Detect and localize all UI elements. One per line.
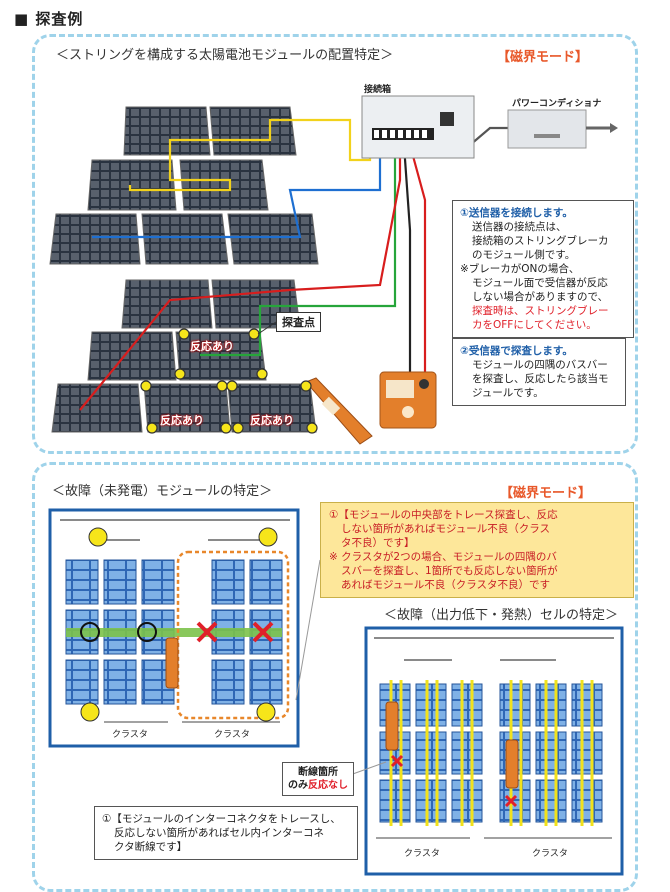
note1-warning-line: 探査時は、ストリングブレー: [472, 305, 609, 317]
probe-point-label: 探査点: [276, 312, 321, 332]
transmitter-black-lead: [402, 144, 412, 380]
probe-points: [140, 328, 318, 434]
blue-string-wire: [92, 148, 382, 239]
cell-fault-subtitle: ＜故障（出力低下・発熱）セルの特定＞: [384, 608, 619, 623]
section-fault-title: ＜故障（未発電）モジュールの特定＞: [52, 484, 273, 499]
green-string-wire: [200, 148, 397, 357]
note3-line: クタ断線です】: [114, 841, 188, 853]
transmitter-red-lead: [408, 144, 427, 380]
power-conditioner: [507, 109, 618, 149]
probe-icon-left: [165, 637, 179, 689]
callout-line: タ不良）です】: [341, 537, 415, 549]
callout-line: ※ クラスタが2つの場合、モジュールの四隅のバ: [329, 551, 557, 563]
note2-line: を探査し、反応したら該当モ: [472, 373, 609, 385]
cluster-label-right-2: クラスタ: [532, 849, 568, 859]
note-interconnector: ①【モジュールのインターコネクタをトレースし、 反応しない箇所があればセル内イン…: [94, 806, 358, 860]
note-receiver: ②受信器で探査します。 モジュールの四隅のバスバー を探査し、反応したら該当モ …: [452, 338, 626, 406]
note1-line: しない場合がありますので、: [472, 291, 609, 303]
mode-label-2: 【磁界モード】: [500, 486, 592, 501]
callout-line: スバーを探査し、1箇所でも反応しない箇所が: [341, 565, 558, 577]
callout-line: しない箇所があればモジュール不良（クラス: [341, 523, 551, 535]
cluster-label-right-1: クラスタ: [404, 849, 440, 859]
note2-line: モジュールの四隅のバスバー: [472, 359, 608, 371]
page-title: ■ 探査例: [14, 10, 84, 28]
note1-line: 送信器の接続点は、: [472, 221, 567, 233]
break-label-only: のみ: [288, 780, 308, 791]
cluster-label-left-1: クラスタ: [112, 730, 148, 740]
note1-line: ※ブレーカがONの場合、: [460, 263, 580, 275]
reaction-label-2: 反応あり: [160, 414, 204, 427]
note3-line: 反応しない箇所があればセル内インターコネ: [114, 827, 324, 839]
note-transmitter: ①送信器を接続します。 送信器の接続点は、 接続箱のストリングブレーカ のモジュ…: [452, 200, 634, 338]
note1-line: モジュール面で受信器が反応: [472, 277, 608, 289]
note2-line: ②受信器で探査します。: [460, 345, 573, 357]
probe-icons-right: [385, 701, 519, 789]
solar-module-array: [49, 106, 319, 433]
red-string-wire: [79, 148, 402, 411]
cell-fault-x-marks: [390, 754, 518, 808]
reaction-label-3: 反応あり: [250, 414, 294, 427]
mode-label-1: 【磁界モード】: [497, 50, 589, 65]
note1-warning-line: カをOFFにしてください。: [472, 319, 597, 331]
section-string-panel: [32, 34, 638, 454]
reaction-label-1: 反応あり: [190, 340, 234, 353]
break-label-no-reaction: 反応なし: [308, 780, 348, 791]
note2-line: ジュールです。: [472, 387, 544, 399]
receiver-probe: [305, 377, 373, 445]
note3-line: ①【モジュールのインターコネクタをトレースし、: [102, 813, 341, 825]
bypass-diode-circuit-right: [374, 637, 614, 661]
junction-box: [361, 95, 475, 159]
fault-callout: ①【モジュールの中央部をトレース探査し、反応 しない箇所があればモジュール不良（…: [320, 502, 634, 598]
pcs-label: パワーコンディショナ: [512, 99, 602, 109]
failure-x-marks: [196, 621, 274, 643]
section-string-title: ＜ストリングを構成する太陽電池モジュールの配置特定＞: [56, 48, 394, 63]
corner-probe-points-left: [80, 527, 278, 722]
break-label-line: 断線箇所: [298, 767, 338, 778]
junction-box-label: 接続箱: [364, 85, 392, 95]
note1-line: ①送信器を接続します。: [460, 207, 573, 219]
break-point-label: 断線箇所 のみ反応なし: [282, 762, 354, 796]
section-fault-panel: [32, 462, 638, 892]
module-left-cells: [65, 559, 283, 705]
note1-line: 接続箱のストリングブレーカ: [472, 235, 609, 247]
cluster-highlight: [176, 550, 290, 720]
yellow-string-wire: [128, 118, 372, 192]
trace-line-left: [66, 628, 282, 637]
transmitter-device: [379, 371, 437, 429]
callout-line: あればモジュール不良（クラスタ不良）です: [341, 579, 551, 591]
callout-line: ①【モジュールの中央部をトレース探査し、反応: [329, 509, 558, 521]
cluster-label-left-2: クラスタ: [214, 730, 250, 740]
note1-line: のモジュール側です。: [472, 249, 576, 261]
interconnector-trace-lines: [389, 680, 594, 826]
module-right-cells: [379, 683, 603, 823]
